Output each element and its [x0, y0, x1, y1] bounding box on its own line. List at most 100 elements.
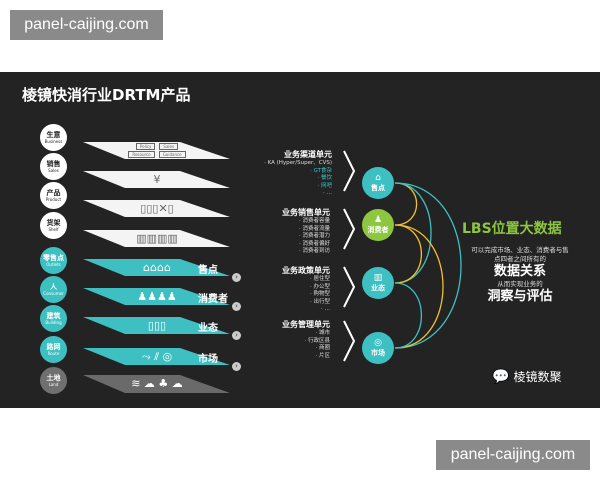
- business-unit: 业务渠道单元· KA (Hyper/Super、CVS)· GT食杂· 餐饮· …: [242, 149, 332, 198]
- business-unit: 业务管理单元· 城市· 行政区县· 商圈· 片区: [240, 319, 330, 360]
- chevron-right-circle-icon[interactable]: ›: [232, 273, 241, 282]
- right-circle-label: 消费者: [367, 226, 389, 234]
- unit-item: 消费者流量: [302, 225, 330, 232]
- layer-plane-product: [83, 200, 230, 217]
- lbs-big2: 洞察与评估: [487, 289, 553, 304]
- circle-zh: 零售点: [43, 253, 64, 262]
- right-circle: ⌂售点: [362, 167, 394, 199]
- chevron-right-icon: [343, 208, 356, 250]
- layer-icons-sales: ¥: [153, 173, 161, 186]
- circle-zh: 人: [50, 282, 57, 291]
- wechat-icon: 💬: [492, 368, 510, 385]
- circle-zh: 土地: [46, 373, 61, 382]
- location-icon: ◎: [374, 338, 382, 348]
- relation-arc: [394, 224, 444, 349]
- business-tag: Guidance: [158, 151, 186, 158]
- circle-zh: 生意: [46, 130, 61, 139]
- unit-item: 购物型: [313, 291, 330, 297]
- layer-plane-business: [83, 142, 230, 159]
- store-icon: ⌂: [375, 173, 381, 183]
- unit-item: KA (Hyper/Super、CVS): [267, 160, 332, 166]
- circle-en: Land: [48, 381, 59, 387]
- unit-item: …: [326, 190, 333, 196]
- unit-item: 消费者容量: [302, 218, 330, 224]
- circle-en: Consumer: [43, 290, 64, 296]
- circle-en: Sales: [48, 167, 59, 173]
- unit-item: 消费者偏好: [302, 240, 330, 247]
- lbs-big1: 数据关系: [493, 264, 546, 279]
- business-unit: 业务销售单元· 消费者容量· 消费者流量· 消费者潜力· 消费者偏好· 消费者到…: [240, 207, 330, 256]
- brand: 💬 棱镜数聚: [492, 368, 561, 385]
- circle-zh: 货架: [46, 218, 61, 227]
- right-circle-label: 业态: [371, 284, 385, 292]
- layer-plane-route: [83, 348, 230, 365]
- relation-arc: [394, 224, 423, 284]
- brand-name: 棱镜数聚: [513, 370, 562, 384]
- relation-arc: [394, 282, 423, 349]
- chevron-right-icon: [343, 320, 356, 362]
- chevron-right-circle-icon[interactable]: ›: [232, 331, 241, 340]
- person-icon: ♟: [373, 215, 383, 225]
- layer-icons-land: ≋ ☁ ♣ ☁: [131, 377, 183, 390]
- layer-label: 消费者: [198, 294, 228, 305]
- chevron-right-circle-icon[interactable]: ›: [232, 302, 241, 311]
- slide-title: 棱镜快消行业DRTM产品: [22, 86, 191, 104]
- unit-item: GT食杂: [313, 167, 332, 174]
- right-circle: ♟消费者: [362, 209, 394, 241]
- unit-item: 消费者潜力: [302, 233, 330, 239]
- circle-zh: 产品: [46, 188, 61, 197]
- watermark-top: panel-caijing.com: [10, 10, 163, 40]
- unit-item: 行政区县: [307, 337, 330, 344]
- chevron-right-icon: [343, 150, 356, 192]
- layer-icons-outlets: ⌂⌂⌂⌂: [143, 261, 171, 274]
- circle-zh: 建筑: [46, 311, 61, 320]
- right-circle-label: 售点: [371, 184, 385, 192]
- business-tag: Policy: [135, 143, 156, 150]
- layer-icons-consumer: ♟♟♟♟: [137, 290, 177, 303]
- layer-plane-consumer: [83, 288, 230, 305]
- business-tag: Sales: [159, 143, 179, 150]
- lbs-line3: 从而实现业务的: [497, 280, 543, 288]
- unit-item: 商圈: [318, 345, 330, 351]
- relation-arc: [394, 182, 462, 349]
- circle-en: Product: [45, 196, 62, 202]
- unit-item: 出行型: [313, 298, 330, 305]
- layer-icons-building: ▯▯▯: [147, 319, 167, 332]
- unit-item: 网吧: [320, 182, 332, 189]
- unit-title: 业务管理单元: [282, 320, 330, 329]
- unit-title: 业务渠道单元: [284, 150, 332, 159]
- layer-plane-outlets: [83, 259, 230, 276]
- circle-zh: 路网: [46, 342, 61, 351]
- relation-arc: [394, 182, 432, 284]
- lbs-line2: 点四者之间所有的: [494, 255, 546, 263]
- unit-item: 居住型: [313, 276, 330, 282]
- lbs-line1: 可以完成市场、业态、消费者与售: [471, 246, 569, 254]
- chevron-right-circle-icon[interactable]: ›: [232, 362, 241, 371]
- unit-item: 办公型: [313, 283, 330, 290]
- building-icon: ▥: [373, 273, 383, 283]
- unit-item: 消费者到访: [302, 248, 330, 254]
- layer-plane-building: [83, 317, 230, 334]
- layer-label: 市场: [198, 354, 218, 365]
- layer-plane-land: [83, 375, 230, 393]
- layer-icons-product: ▯▯▯✕▯: [140, 202, 174, 215]
- unit-title: 业务销售单元: [282, 208, 330, 217]
- layer-label: 业态: [198, 323, 218, 334]
- diagram-shapes: [83, 142, 462, 393]
- right-circle: ◎市场: [362, 332, 394, 364]
- business-tag: Resource: [128, 151, 155, 158]
- business-unit: 业务政策单元· 居住型· 办公型· 购物型· 出行型· …: [240, 265, 330, 314]
- layer-plane-sales: [83, 171, 230, 188]
- layer-plane-shelf: [83, 230, 230, 247]
- right-circle-label: 市场: [371, 349, 385, 357]
